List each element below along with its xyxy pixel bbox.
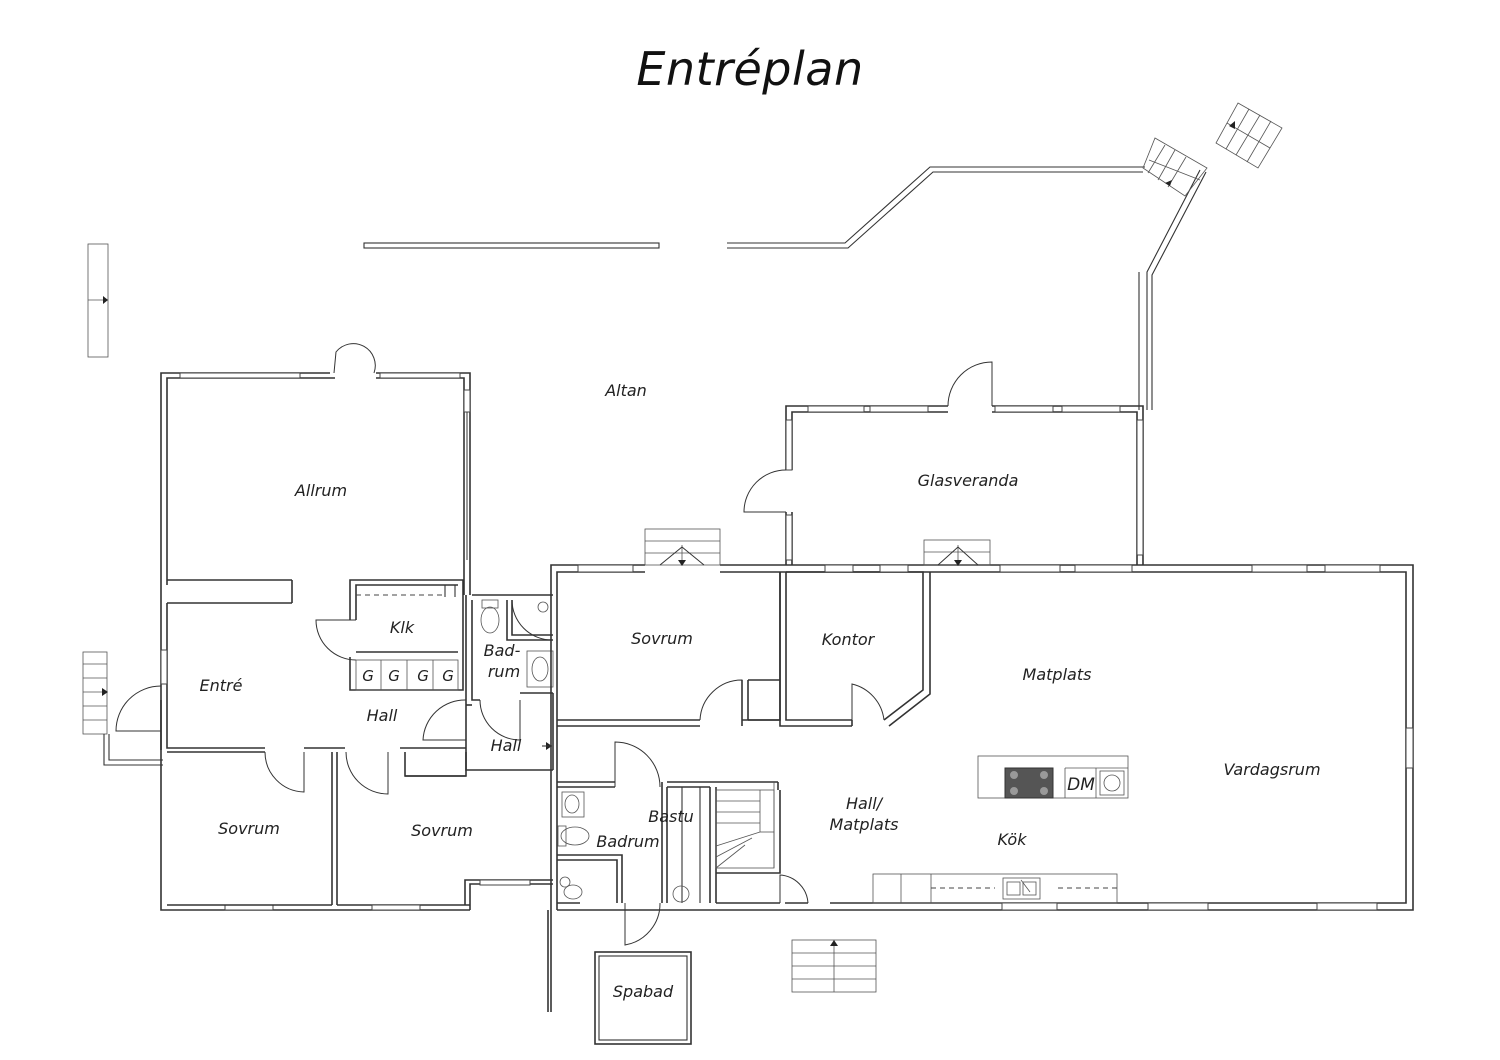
room-label-vardagsrum: Vardagsrum — [1223, 760, 1320, 779]
wardrobe-label-3: G — [417, 667, 429, 685]
room-label-matplats: Matplats — [1023, 665, 1092, 684]
plan-title: Entréplan — [636, 42, 864, 96]
wardrobe-label-4: G — [442, 667, 454, 685]
room-label-sovrum-center: Sovrum — [411, 821, 473, 840]
stairs-top-right — [1215, 102, 1283, 169]
klk-walls — [315, 579, 464, 691]
wardrobe-label-2: G — [388, 667, 400, 685]
room-label-kok: Kök — [998, 830, 1028, 849]
room-label-allrum: Allrum — [294, 481, 347, 500]
stairs-bottom — [791, 939, 877, 993]
spabad — [594, 951, 692, 1045]
room-label-sovrum-left: Sovrum — [218, 819, 280, 838]
glasveranda-walls — [743, 361, 1144, 566]
room-label-klk: Klk — [390, 618, 415, 637]
stairs-top-left — [87, 243, 109, 358]
allrum-walls — [160, 343, 471, 911]
room-label-badrum-upper-2: rum — [488, 662, 520, 681]
entre-hall-walls — [115, 603, 553, 911]
kitchen-island — [977, 755, 1129, 799]
dishwasher-label: DM — [1067, 775, 1095, 795]
room-label-sovrum-mid: Sovrum — [631, 629, 693, 648]
deck-railing — [363, 166, 1207, 410]
kitchen-counter — [872, 873, 1118, 904]
room-label-badrum-lower: Badrum — [596, 832, 659, 851]
room-label-bastu: Bastu — [648, 807, 694, 826]
badrum-upper-walls — [422, 594, 554, 771]
stairs-entry-left — [82, 651, 163, 766]
room-label-spabad: Spabad — [613, 982, 674, 1001]
stairs-sovrum-altan — [644, 528, 721, 566]
room-label-badrum-upper-1: Bad- — [484, 641, 521, 660]
kontor-walls — [786, 564, 931, 727]
sovrum-mid-walls — [557, 572, 852, 727]
wardrobe-label-1: G — [362, 667, 374, 685]
room-label-altan: Altan — [604, 381, 647, 400]
room-label-hall-left: Hall — [367, 706, 398, 725]
room-label-entre: Entré — [200, 676, 243, 695]
room-label-hall-matplats-1: Hall/ — [846, 794, 884, 813]
room-label-kontor: Kontor — [822, 630, 876, 649]
interior-staircase — [557, 782, 809, 911]
room-label-glasveranda: Glasveranda — [918, 471, 1019, 490]
room-label-hall-matplats-2: Matplats — [830, 815, 899, 834]
room-label-hall-mid: Hall — [491, 736, 522, 755]
lower-wet-rooms — [557, 741, 778, 946]
deck-stairs-upper-right — [1142, 137, 1208, 197]
main-block-walls — [547, 564, 1414, 1012]
